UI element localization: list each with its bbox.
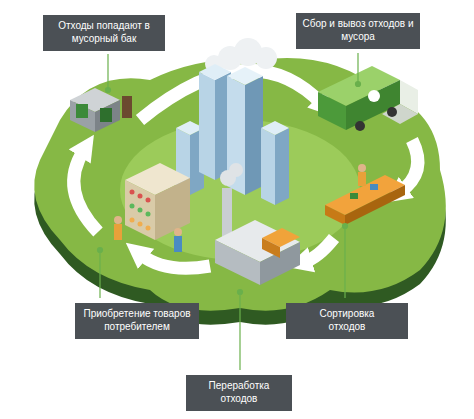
callout-text: Отходы попадают в мусорный бак (49, 20, 159, 46)
callout-content: Сортировка отходов (305, 308, 389, 334)
city-towers (176, 64, 289, 205)
callout-box: Переработка отходов (186, 375, 292, 411)
callout-text: Приобретение товаров потребителем (81, 308, 193, 334)
callout-box: Отходы попадают в мусорный бак (43, 15, 165, 51)
callout-text: Переработка отходов (192, 380, 286, 406)
callout-box: Приобретение товаров потребителем (75, 303, 199, 339)
cycle-arrows (74, 71, 418, 269)
callout-content: Сбор и вывоз отходов и мусора (302, 18, 414, 44)
callout-text: Сортировка отходов (305, 308, 389, 334)
callout-box: Сбор и вывоз отходов и мусора (296, 13, 420, 49)
callout-text: Сбор и вывоз отходов и мусора (302, 18, 414, 44)
garbage-truck (318, 66, 418, 131)
waste-bins (70, 88, 132, 132)
callout-content: Переработка отходов (192, 380, 286, 406)
sorting-line (325, 164, 405, 225)
callout-content: Отходы попадают в мусорный бак (49, 20, 159, 46)
island-top (34, 58, 446, 311)
shop-shelves (114, 163, 190, 252)
callout-box: Сортировка отходов (286, 303, 408, 339)
processing-plant (215, 163, 300, 285)
callout-content: Приобретение товаров потребителем (81, 308, 193, 334)
